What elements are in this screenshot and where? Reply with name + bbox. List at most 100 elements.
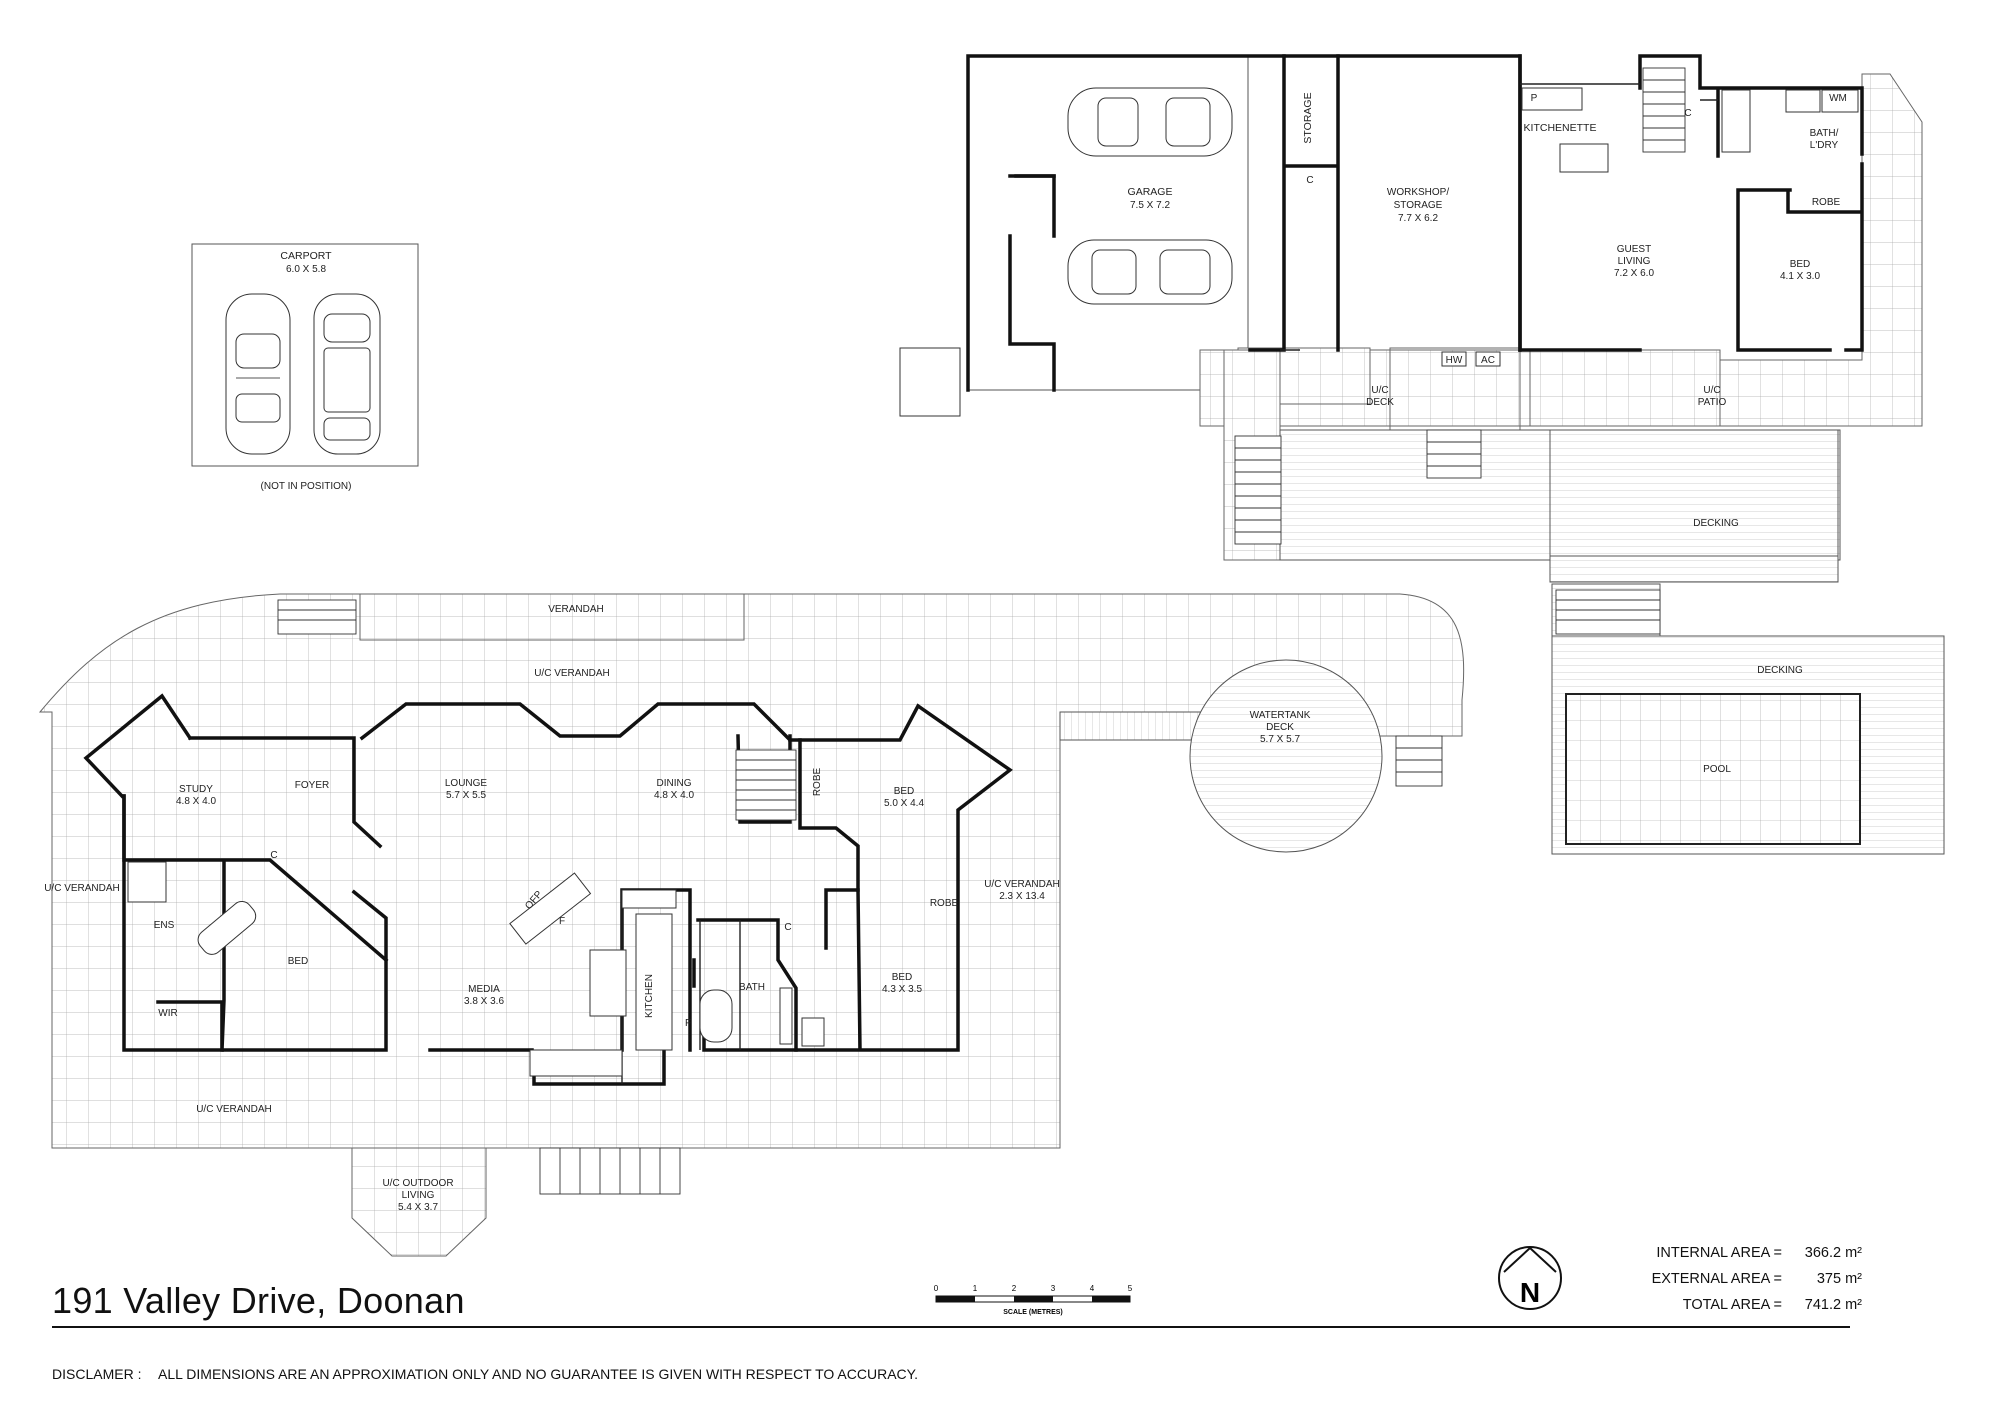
watertank-1: WATERTANK <box>1250 710 1311 721</box>
bath-label: BATH <box>739 982 765 993</box>
scale-tick: 2 <box>1012 1284 1017 1293</box>
car-icon <box>313 293 381 455</box>
bed2-name: BED <box>892 972 913 983</box>
uc-outdoor-2: LIVING <box>402 1190 435 1201</box>
stairs <box>1426 429 1482 479</box>
hw-label: HW <box>1446 355 1463 366</box>
decking-lower: DECKING <box>1757 665 1803 676</box>
robe-stair: ROBE <box>812 768 823 797</box>
ens-label: ENS <box>154 920 175 931</box>
car-icon <box>1067 239 1233 305</box>
uc-patio-1: U/C <box>1703 385 1720 396</box>
decking-upper: DECKING <box>1693 518 1739 529</box>
guest-living-dims: 7.2 X 6.0 <box>1614 268 1654 279</box>
uc-verandah-top: U/C VERANDAH <box>534 668 610 679</box>
guest-bed-name: BED <box>1790 259 1811 270</box>
internal-area-value: 366.2 m² <box>1804 1245 1862 1261</box>
internal-area-row: INTERNAL AREA = 366.2 m² <box>1596 1240 1862 1266</box>
bed1-name: BED <box>894 786 915 797</box>
guest-building: GARAGE 7.5 X 7.2 STORAGE C WORKSHOP/ STO… <box>899 54 1923 583</box>
guest-c: C <box>1684 108 1691 119</box>
study-name: STUDY <box>179 784 213 795</box>
garage-name: GARAGE <box>1128 186 1173 198</box>
carport: CARPORT 6.0 X 5.8 (NOT IN POSITION) <box>191 243 419 492</box>
uc-deck-2: DECK <box>1366 397 1394 408</box>
garage-dims: 7.5 X 7.2 <box>1130 200 1170 211</box>
f1-label: F <box>559 916 565 927</box>
verandah-label: VERANDAH <box>548 604 604 615</box>
car-icon <box>225 293 291 455</box>
garage-c: C <box>1306 175 1313 186</box>
bath-ldry-1: BATH/ <box>1810 128 1839 139</box>
car-icon <box>1067 87 1233 157</box>
media-name: MEDIA <box>468 984 500 995</box>
carport-name: CARPORT <box>280 250 332 262</box>
workshop-dims: 7.7 X 6.2 <box>1398 213 1438 224</box>
watertank-2: DECK <box>1266 722 1294 733</box>
stairs <box>539 1147 681 1195</box>
media-dims: 3.8 X 3.6 <box>464 996 504 1007</box>
uc-patio-2: PATIO <box>1698 397 1727 408</box>
bed2-dims: 4.3 X 3.5 <box>882 984 922 995</box>
compass-letter: N <box>1520 1277 1540 1308</box>
wm-label: WM <box>1829 93 1847 104</box>
scale-tick: 0 <box>934 1284 939 1293</box>
stairs <box>277 599 357 635</box>
internal-area-label: INTERNAL AREA = <box>1656 1245 1782 1261</box>
foyer-label: FOYER <box>295 780 329 791</box>
uc-outdoor-1: U/C OUTDOOR <box>382 1178 453 1189</box>
uc-verandah-right-name: U/C VERANDAH <box>984 879 1060 890</box>
stairs <box>1555 589 1661 635</box>
scale-tick: 1 <box>973 1284 978 1293</box>
stairs <box>735 749 797 821</box>
watertank-dims: 5.7 X 5.7 <box>1260 734 1300 745</box>
scale-tick: 5 <box>1128 1284 1133 1293</box>
workshop-name1: WORKSHOP/ <box>1387 187 1449 198</box>
property-title: 191 Valley Drive, Doonan <box>52 1280 465 1321</box>
total-area-label: TOTAL AREA = <box>1682 1297 1782 1313</box>
bath-ldry-2: L'DRY <box>1810 140 1839 151</box>
uc-verandah-right-dims: 2.3 X 13.4 <box>999 891 1045 902</box>
uc-deck-1: U/C <box>1371 385 1388 396</box>
bath-c: C <box>784 922 791 933</box>
stairs <box>1395 735 1443 787</box>
uc-verandah-left: U/C VERANDAH <box>44 883 120 894</box>
pool-label: POOL <box>1703 764 1731 775</box>
external-area-row: EXTERNAL AREA = 375 m² <box>1596 1266 1862 1292</box>
stairs <box>1642 67 1686 153</box>
dining-name: DINING <box>657 778 692 789</box>
guest-bed-dims: 4.1 X 3.0 <box>1780 271 1820 282</box>
disclaimer-text: ALL DIMENSIONS ARE AN APPROXIMATION ONLY… <box>158 1366 919 1382</box>
scale-label: SCALE (METRES) <box>1003 1309 1063 1316</box>
lounge-dims: 5.7 X 5.5 <box>446 790 486 801</box>
study-dims: 4.8 X 4.0 <box>176 796 216 807</box>
dining-dims: 4.8 X 4.0 <box>654 790 694 801</box>
scale-tick: 3 <box>1051 1284 1056 1293</box>
lounge-name: LOUNGE <box>445 778 488 789</box>
scale-bar: 0 1 2 3 4 5 SCALE (METRES) <box>934 1284 1133 1316</box>
guest-living-2: LIVING <box>1618 256 1651 267</box>
disclaimer-label: DISCLAMER : <box>52 1366 142 1382</box>
external-area-label: EXTERNAL AREA = <box>1651 1271 1782 1287</box>
pool-area: DECKING POOL <box>1551 583 1945 855</box>
footer-divider <box>52 1326 1850 1328</box>
stairs <box>1234 435 1282 545</box>
master-bed: BED <box>288 956 309 967</box>
ac-label: AC <box>1481 355 1495 366</box>
bed1-dims: 5.0 X 4.4 <box>884 798 924 809</box>
external-area-value: 375 m² <box>1816 1271 1862 1287</box>
guest-robe: ROBE <box>1812 197 1841 208</box>
pantry-p: P <box>1531 93 1538 104</box>
kitchen-label: KITCHEN <box>644 974 655 1018</box>
wir-label: WIR <box>158 1008 177 1019</box>
total-area-value: 741.2 m² <box>1804 1297 1862 1313</box>
uc-verandah-bottom: U/C VERANDAH <box>196 1104 272 1115</box>
robe-bed2: ROBE <box>930 898 959 909</box>
north-arrow-icon: N <box>1498 1246 1562 1310</box>
main-house: VERANDAH U/C VERANDAH U/C VERANDAH U/C V… <box>38 593 1465 1257</box>
workshop-name2: STORAGE <box>1394 200 1443 211</box>
kitchenette-label: KITCHENETTE <box>1524 122 1597 134</box>
total-area-row: TOTAL AREA = 741.2 m² <box>1596 1292 1862 1318</box>
uc-outdoor-dims: 5.4 X 3.7 <box>398 1202 438 1213</box>
